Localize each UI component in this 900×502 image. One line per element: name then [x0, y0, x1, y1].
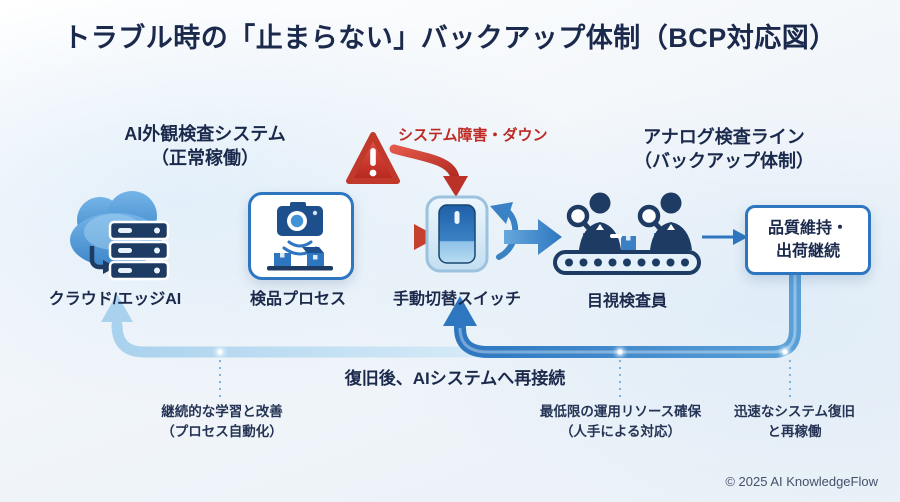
annotation-learning: 継続的な学習と改善 （プロセス自動化）: [122, 402, 322, 443]
workers-icon: [552, 190, 702, 278]
return-path-label: 復旧後、AIシステムへ再接続: [344, 369, 566, 388]
section-label-analog-line1: アナログ検査ライン: [643, 127, 805, 147]
section-label-ai-system: AI外観検査システム （正常稼働）: [100, 122, 310, 171]
section-label-analog-line: アナログ検査ライン （バックアップ体制）: [608, 125, 840, 174]
page-title: トラブル時の「止まらない」バックアップ体制（BCP対応図）: [63, 23, 837, 53]
workers-node-label: 目視検査員: [586, 293, 667, 310]
quality-outcome-box: 品質維持・ 出荷継続: [745, 205, 871, 275]
annotation-recovery-line1: 迅速なシステム復旧: [733, 404, 856, 419]
annotation-resources: 最低限の運用リソース確保 （人手による対応）: [513, 402, 728, 443]
quality-line2: 出荷継続: [775, 243, 840, 260]
annotation-learning-line1: 継続的な学習と改善: [161, 404, 283, 419]
camera-icon: [267, 202, 333, 271]
annotation-learning-line2: （プロセス自動化）: [161, 424, 283, 440]
switch-node-label: 手動切替スイッチ: [392, 291, 521, 308]
section-label-analog-line2: （バックアップ体制）: [634, 151, 814, 172]
annotation-recovery: 迅速なシステム復旧 と再稼働: [712, 402, 877, 443]
annotation-recovery-line2: と再稼働: [767, 424, 822, 440]
inspection-process-box: [248, 192, 354, 280]
warning-icon: [346, 130, 400, 188]
annotation-resources-line1: 最低限の運用リソース確保: [539, 404, 702, 419]
failure-label: システム障害・ダウン: [398, 127, 548, 144]
cloud-server-icon: [58, 180, 180, 284]
quality-line1: 品質維持・: [767, 219, 848, 237]
section-label-ai-line2: （正常稼働）: [151, 148, 259, 169]
cloud-node-label: クラウド/エッジAI: [48, 291, 182, 308]
section-label-ai-line1: AI外観検査システム: [124, 124, 286, 144]
copyright-text: © 2025 AI KnowledgeFlow: [725, 474, 878, 489]
annotation-resources-line2: （人手による対応）: [559, 424, 682, 440]
switch-icon: [424, 194, 490, 274]
inspection-node-label: 検品プロセス: [249, 291, 346, 308]
